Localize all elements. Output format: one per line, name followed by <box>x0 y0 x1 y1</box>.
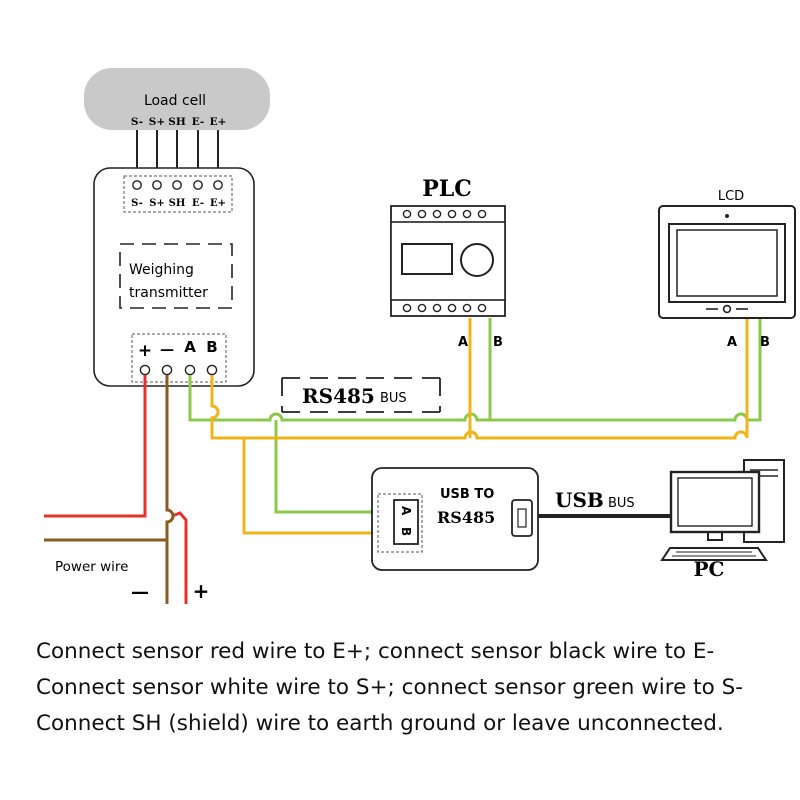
converter-label-line1: USB TO <box>440 487 494 502</box>
load-cell-pin-e-minus: E- <box>192 116 205 128</box>
power-wire-label: Power wire <box>55 559 128 575</box>
red-power-wire <box>44 375 147 518</box>
transmitter-pin-s-minus: S- <box>131 198 143 209</box>
usb-rs485-converter: A B USB TO RS485 <box>371 467 539 571</box>
green-a-bus <box>188 318 762 422</box>
top-screw-1 <box>132 180 142 190</box>
red-power-wire-plus <box>171 511 188 604</box>
converter-label-line2: RS485 <box>437 508 495 527</box>
load-cell-label: Load cell <box>144 93 206 109</box>
bottom-screw-minus <box>161 364 173 376</box>
terminal-minus-label: — <box>160 342 174 358</box>
plc: PLC A B <box>390 176 506 350</box>
top-screw-3 <box>172 180 182 190</box>
plc-knob <box>460 243 494 277</box>
top-screw-5 <box>213 180 223 190</box>
weighing-transmitter: S- S+ SH E- E+ Weighing transmitter + — … <box>93 167 255 387</box>
usb-bus-word: BUS <box>608 496 635 511</box>
converter-terminal <box>393 499 419 545</box>
load-cell-pin-sh: SH <box>168 116 186 128</box>
converter-pin-b: B <box>399 527 413 536</box>
transmitter-body <box>93 167 255 387</box>
transmitter-label-box <box>119 243 233 309</box>
wiring-diagram: Load cell S- S+ SH E- E+ S- <box>44 68 796 604</box>
terminal-plus-label: + <box>138 341 152 361</box>
converter-pin-a: A <box>399 506 413 516</box>
lcd-screen <box>676 229 778 297</box>
power-minus-label: — <box>131 582 149 603</box>
power-plus-label: + <box>193 579 210 603</box>
brown-power-wire <box>44 375 175 542</box>
transmitter-label-line1: Weighing <box>129 262 194 278</box>
caption-line-3: Connect SH (shield) wire to earth ground… <box>36 711 724 736</box>
caption-line-2: Connect sensor white wire to S+; connect… <box>36 675 744 700</box>
rs485-bus-word: BUS <box>380 391 407 406</box>
bottom-screw-b <box>206 364 218 376</box>
transmitter-label-line2: transmitter <box>129 285 208 301</box>
lcd: LCD A B <box>658 189 796 350</box>
pc-label: PC <box>694 557 725 581</box>
load-cell-pin-s-plus: S+ <box>149 116 165 128</box>
transmitter-pin-sh: SH <box>169 198 186 209</box>
usb-label: USB <box>555 488 604 512</box>
transmitter-pin-e-minus: E- <box>192 198 204 209</box>
yellow-converter-branch <box>242 438 374 535</box>
green-converter-branch <box>274 420 374 514</box>
terminal-b-label: B <box>206 338 217 356</box>
wiring-caption: Connect sensor red wire to E+; connect s… <box>36 634 776 742</box>
load-cell-pin-e-plus: E+ <box>210 116 227 128</box>
plc-label: PLC <box>422 176 472 202</box>
lcd-pin-a: A <box>727 335 737 350</box>
lcd-label: LCD <box>718 189 744 204</box>
plc-display <box>401 243 453 275</box>
pc-keyboard <box>660 547 768 561</box>
bottom-screw-plus <box>139 364 151 376</box>
plc-pin-a: A <box>458 335 468 350</box>
transmitter-pin-e-plus: E+ <box>210 198 226 209</box>
load-cell-pin-s-minus: S- <box>131 116 143 128</box>
caption-line-1: Connect sensor red wire to E+; connect s… <box>36 639 715 664</box>
rs485-label: RS485 <box>302 384 375 408</box>
rs485-bus-label: RS485 BUS <box>281 377 441 413</box>
bottom-screw-a <box>184 364 196 376</box>
load-cell: Load cell S- S+ SH E- E+ <box>84 68 270 177</box>
pc: PC <box>660 459 785 581</box>
load-cell-body <box>84 68 270 130</box>
plc-pin-b: B <box>493 335 503 350</box>
wires <box>44 318 762 604</box>
lcd-pin-b: B <box>760 335 770 350</box>
terminal-a-label: A <box>184 338 196 356</box>
transmitter-pin-s-plus: S+ <box>149 198 165 209</box>
top-screw-4 <box>193 180 203 190</box>
top-screw-2 <box>152 180 162 190</box>
